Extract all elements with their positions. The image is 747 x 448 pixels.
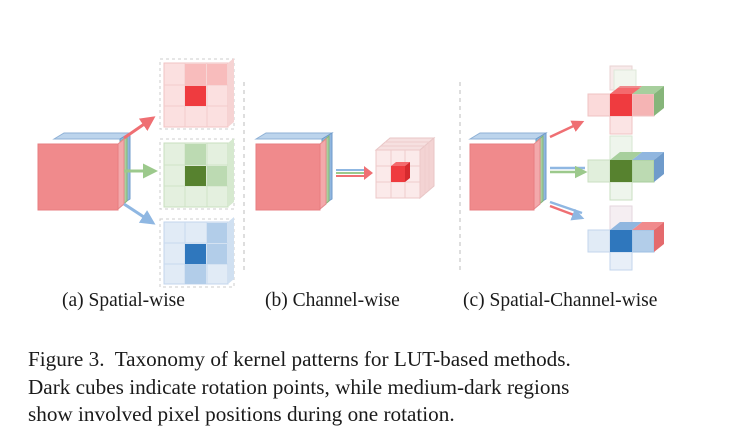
caption-line-3: show involved pixel positions during one… <box>28 402 455 426</box>
sc-kernel-red <box>587 65 664 135</box>
rotation-point-red-c <box>610 94 632 116</box>
subfigure-label-a: (a) Spatial-wise <box>62 290 185 311</box>
arrow-channel-b <box>336 166 373 180</box>
spatial-kernel-red <box>159 58 235 130</box>
input-stack-b <box>254 132 334 211</box>
rotation-point-blue-a <box>185 244 206 264</box>
arrow-red-a <box>123 116 156 140</box>
spatial-kernel-green <box>159 138 235 210</box>
sc-kernel-blue <box>587 205 664 271</box>
arrow-blue-a <box>123 202 156 225</box>
caption-line-1: Figure 3. Taxonomy of kernel patterns fo… <box>28 347 571 371</box>
figure-caption: Figure 3. Taxonomy of kernel patterns fo… <box>28 346 728 429</box>
subfigure-label-b: (b) Channel-wise <box>265 290 400 311</box>
rotation-point-green-a <box>185 166 206 186</box>
arrows-c <box>549 120 588 221</box>
caption-line-2: Dark cubes indicate rotation points, whi… <box>28 374 570 399</box>
rotation-point-red-a <box>185 86 206 106</box>
channel-kernel-cube <box>374 136 436 200</box>
input-stack-c <box>468 132 548 211</box>
rotation-point-green-c <box>610 160 632 182</box>
sc-kernel-green <box>587 135 664 201</box>
subfigure-label-c: (c) Spatial-Channel-wise <box>463 290 658 311</box>
rotation-point-blue-c <box>610 230 632 252</box>
figure-illustration <box>37 58 664 288</box>
rotation-point-red-b <box>391 166 405 182</box>
input-stack-a <box>37 132 132 211</box>
spatial-kernel-blue <box>159 217 235 288</box>
